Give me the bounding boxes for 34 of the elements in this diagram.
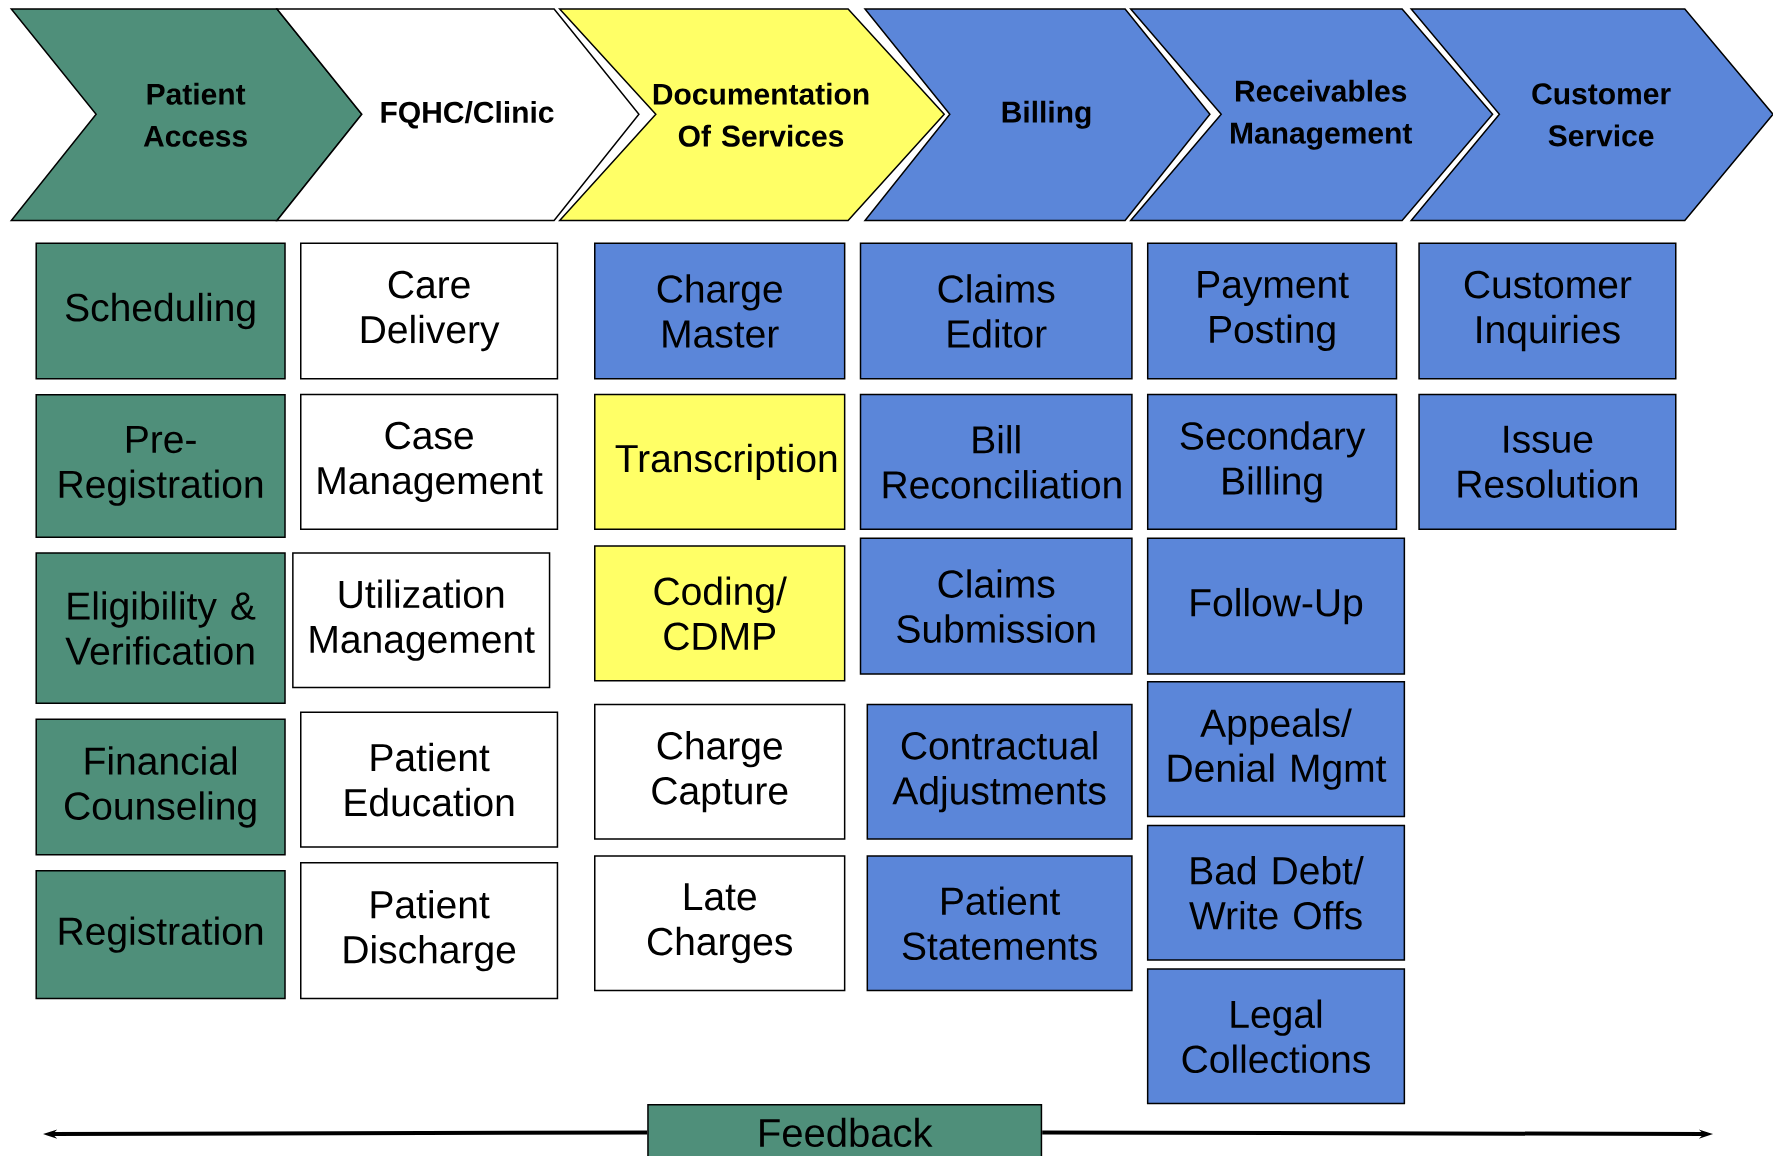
process-box: Pre-Registration <box>35 393 286 538</box>
process-box: Late Charges <box>594 855 846 992</box>
stage-header: FQHC/Clinic <box>275 8 640 222</box>
stage-header: Patient Access <box>9 8 363 222</box>
feedback-box: Feedback <box>647 1103 1043 1156</box>
process-box: Payment Posting <box>1146 242 1398 380</box>
process-box: Claims Submission <box>859 537 1133 675</box>
process-box: Utilization Management <box>292 552 551 689</box>
process-box: Customer Inquiries <box>1418 242 1677 380</box>
process-box: Scheduling <box>35 242 286 380</box>
process-box: Transcription <box>594 393 846 530</box>
node-label: Customer Service <box>1532 83 1671 147</box>
process-box: Legal Collections <box>1146 968 1406 1105</box>
process-box: Issue Resolution <box>1418 393 1677 530</box>
process-box: Patient Discharge <box>300 862 559 1000</box>
process-box: Eligibility & Verification <box>35 552 286 705</box>
process-box: Care Delivery <box>300 242 559 380</box>
process-box: Patient Statements <box>866 855 1133 992</box>
process-box: Bad Debt/ Write Offs <box>1146 824 1406 961</box>
process-box: Appeals/ Denial Mgmt <box>1146 681 1406 818</box>
process-box: Registration <box>35 869 286 1000</box>
process-box: Coding/ CDMP <box>594 545 846 682</box>
process-box: Secondary Billing <box>1146 393 1398 530</box>
process-box: Charge Master <box>594 242 846 380</box>
process-box: Bill Reconciliation <box>859 393 1133 530</box>
process-box: Follow-Up <box>1146 537 1406 675</box>
process-box: Claims Editor <box>859 242 1133 380</box>
process-box: Charge Capture <box>594 703 846 840</box>
process-box: Patient Education <box>300 711 559 848</box>
stage-header: Receivables Management <box>1129 8 1494 222</box>
stage-header: Documentation Of Services <box>558 8 946 222</box>
process-box: Financial Counseling <box>35 718 286 856</box>
process-box: Contractual Adjustments <box>866 703 1133 840</box>
process-box: Case Management <box>300 393 559 530</box>
